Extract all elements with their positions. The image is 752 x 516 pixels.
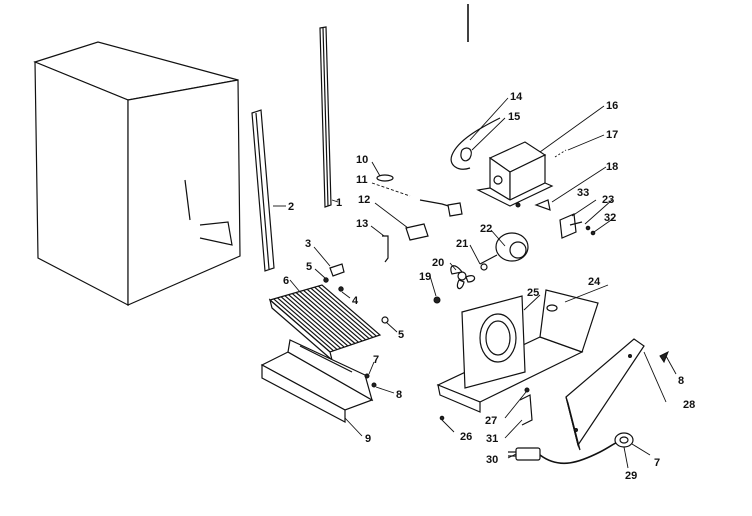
callout-14: 14 — [510, 91, 523, 103]
callout-17: 17 — [606, 129, 618, 141]
callout-23: 23 — [602, 194, 614, 206]
callout-1: 1 — [336, 197, 342, 209]
callout-19: 19 — [419, 271, 431, 283]
callout-2: 2 — [288, 201, 294, 213]
cabinet — [33, 41, 241, 306]
part-31-bracket — [519, 394, 533, 426]
condenser-fin — [295, 292, 356, 344]
part-8-screw — [659, 350, 669, 364]
part-1-rod — [319, 26, 332, 208]
callout-8a: 8 — [396, 389, 402, 401]
callout-15: 15 — [508, 111, 520, 123]
callout-20: 20 — [432, 257, 444, 269]
part-26-screw — [439, 415, 445, 421]
leader-lines — [273, 97, 677, 469]
callout-9: 9 — [365, 433, 371, 445]
condenser-fin — [303, 289, 363, 342]
callout-28: 28 — [683, 399, 695, 411]
callout-25: 25 — [527, 287, 539, 299]
callout-labels: 1 2 3 4 5 5 6 7 7 8 8 9 10 11 12 13 14 1… — [283, 91, 695, 482]
parts-29-30-power-cord — [508, 432, 634, 465]
callout-3: 3 — [305, 238, 311, 250]
parts-23-32-33 — [559, 213, 596, 239]
callout-12: 12 — [358, 194, 370, 206]
condenser-fin — [280, 296, 342, 349]
part-9-drip-tray — [260, 339, 374, 423]
part-14-15-tubing — [450, 117, 501, 170]
callout-5a: 5 — [306, 261, 312, 273]
condenser-fin — [288, 294, 349, 347]
callout-21: 21 — [456, 238, 468, 250]
condenser-fin — [317, 285, 377, 337]
callout-33: 33 — [577, 187, 589, 199]
part-24-base-pan — [436, 289, 599, 413]
condenser-fin — [306, 288, 367, 341]
callout-30: 30 — [486, 454, 498, 466]
condenser-fin — [273, 298, 334, 352]
part-20-fan-blade — [450, 263, 488, 290]
condenser-fin — [291, 293, 352, 346]
callout-29: 29 — [625, 470, 637, 482]
callout-16: 16 — [606, 100, 618, 112]
callout-13: 13 — [356, 218, 368, 230]
part-22-fan-motor — [479, 232, 529, 265]
part-28-rear-panel — [565, 338, 645, 451]
callout-4: 4 — [352, 295, 359, 307]
part-16-compressor — [476, 141, 554, 208]
callout-22: 22 — [480, 223, 492, 235]
callout-7b: 7 — [654, 457, 660, 469]
small-hardware — [323, 263, 441, 388]
callout-11: 11 — [356, 174, 368, 186]
condenser-fin — [299, 290, 359, 343]
callout-18: 18 — [606, 161, 618, 173]
part-6-condenser — [268, 284, 382, 362]
callout-24: 24 — [588, 276, 601, 288]
parts-10-13 — [376, 174, 463, 263]
callout-6: 6 — [283, 275, 289, 287]
condenser-fin — [314, 286, 374, 338]
part-2-strip — [251, 109, 275, 272]
callout-10: 10 — [356, 154, 368, 166]
parts-17-18 — [534, 149, 567, 211]
callout-5b: 5 — [398, 329, 404, 341]
callout-7a: 7 — [373, 354, 379, 366]
callout-27: 27 — [485, 415, 497, 427]
condenser-fin — [284, 295, 345, 348]
callout-8b: 8 — [678, 375, 684, 387]
callout-32: 32 — [604, 212, 616, 224]
callout-31: 31 — [486, 433, 498, 445]
condenser-fin — [310, 287, 370, 340]
condenser-fin — [277, 297, 338, 351]
callout-26: 26 — [460, 431, 472, 443]
